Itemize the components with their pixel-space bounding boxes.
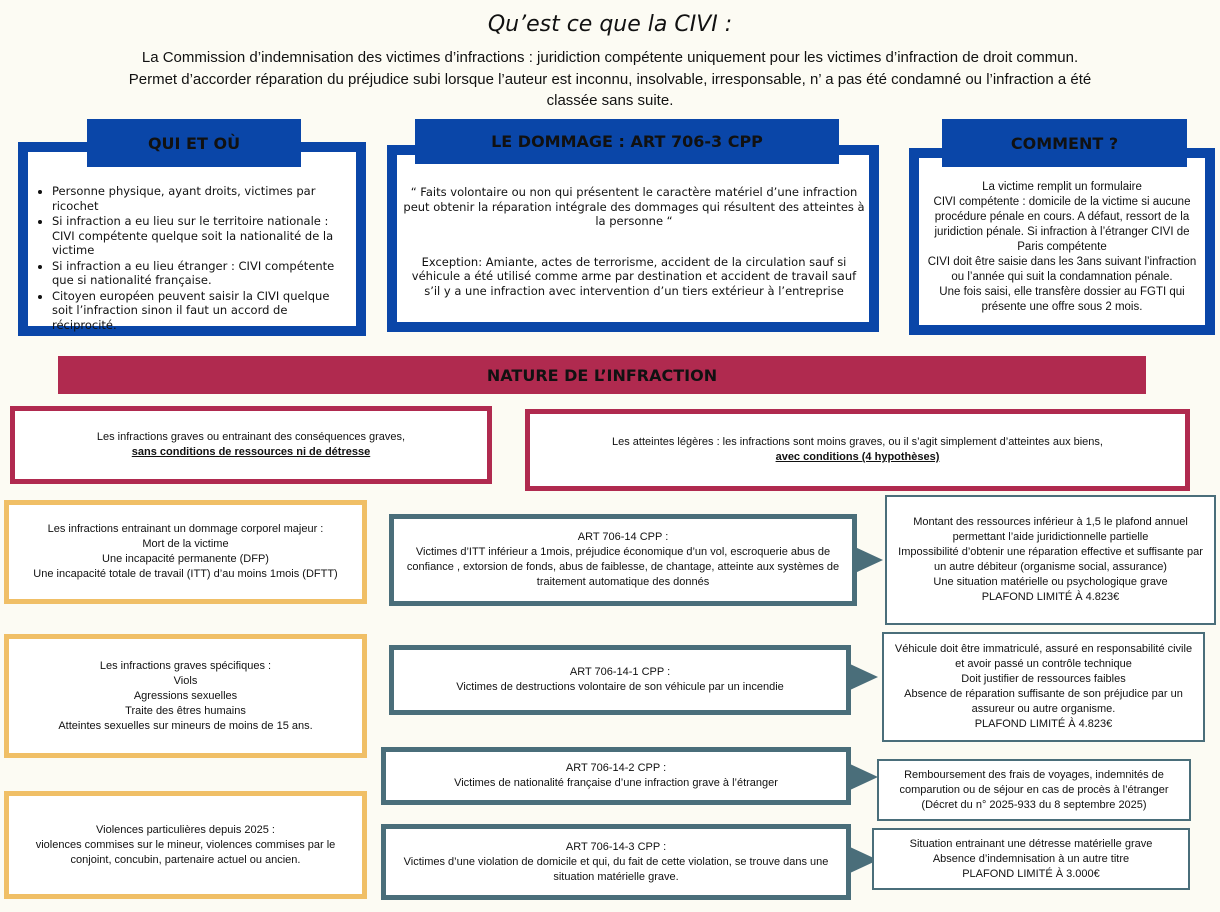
dommage-quote: “ Faits volontaire ou non qui présentent… — [403, 185, 865, 228]
arrow-right-icon — [855, 547, 883, 573]
condition-box-706-14: Montant des ressources inférieur à 1,5 l… — [885, 495, 1216, 625]
condition-box-706-14-2: Remboursement des frais de voyages, inde… — [877, 759, 1191, 821]
article-title: ART 706-14-1 CPP : — [569, 666, 671, 678]
condition-line: (Décret du n° 2025-933 du 8 septembre 20… — [921, 798, 1147, 811]
condition-line: Absence de réparation suffisante de son … — [904, 688, 1183, 715]
article-text: Victimes de nationalité française d’une … — [454, 777, 778, 789]
comment-line: CIVI doit être saisie dans les 3ans suiv… — [927, 256, 1197, 283]
left-box-line: Les infractions graves spécifiques : — [99, 659, 272, 672]
left-box-infractions-specifiques: Les infractions graves spécifiques : Vio… — [4, 634, 367, 758]
graves-line: Les infractions graves ou entrainant des… — [96, 431, 406, 443]
intro-line-1: La Commission d’indemnisation des victim… — [141, 49, 1079, 66]
arrow-right-icon — [850, 764, 878, 790]
left-box-line: Une incapacité totale de travail (ITT) d… — [33, 568, 338, 580]
article-706-14-2-box: ART 706-14-2 CPP : Victimes de nationali… — [381, 747, 851, 805]
dommage-title: LE DOMMAGE : ART 706-3 CPP — [415, 119, 839, 164]
condition-line: PLAFOND LIMITÉ À 3.000€ — [962, 867, 1100, 880]
article-706-14-3-box: ART 706-14-3 CPP : Victimes d’une violat… — [381, 824, 851, 900]
condition-line: Une situation matérielle ou psychologiqu… — [933, 576, 1168, 588]
article-text: Victimes d’une violation de domicile et … — [403, 855, 829, 883]
condition-line: Montant des ressources inférieur à 1,5 l… — [913, 516, 1188, 543]
condition-line: Remboursement des frais de voyages, inde… — [899, 768, 1169, 796]
intro-line-3: classée sans suite. — [546, 92, 674, 109]
condition-line: Situation entrainant une détresse matéri… — [909, 837, 1153, 850]
left-box-line: Traite des êtres humains — [125, 704, 246, 717]
legeres-line: Les atteintes légères : les infractions … — [612, 436, 1103, 448]
legeres-box: Les atteintes légères : les infractions … — [525, 409, 1190, 491]
qui-item: Citoyen européen peuvent saisir la CIVI … — [52, 289, 348, 333]
article-text: Victimes de destructions volontaire de s… — [456, 681, 784, 693]
condition-box-706-14-1: Véhicule doit être immatriculé, assuré e… — [882, 632, 1205, 742]
article-title: ART 706-14-3 CPP : — [565, 840, 667, 853]
left-box-line: Violences particulières depuis 2025 : — [96, 823, 275, 836]
left-box-line: violences commises sur le mineur, violen… — [35, 838, 336, 866]
qui-box: Personne physique, ayant droits, victime… — [18, 142, 366, 336]
graves-condition: sans conditions de ressources ni de détr… — [131, 446, 371, 458]
left-box-line: Les infractions entrainant un dommage co… — [47, 523, 324, 535]
article-text: Victimes d’ITT inférieur a 1mois, préjud… — [406, 546, 840, 588]
condition-line: Impossibilité d’obtenir une réparation e… — [898, 546, 1203, 573]
page-title: Qu’est ce que la CIVI : — [487, 12, 733, 37]
left-box-line: Mort de la victime — [142, 538, 229, 550]
article-title: ART 706-14 CPP : — [577, 531, 669, 543]
arrow-right-icon — [850, 664, 878, 690]
comment-line: CIVI compétente : domicile de la victime… — [933, 196, 1191, 253]
dommage-box: “ Faits volontaire ou non qui présentent… — [387, 145, 879, 332]
dommage-exception: Exception: Amiante, actes de terrorisme,… — [411, 254, 857, 298]
legeres-condition: avec conditions (4 hypothèses) — [775, 451, 940, 463]
qui-item: Personne physique, ayant droits, victime… — [52, 184, 348, 213]
condition-line: Doit justifier de ressources faibles — [961, 673, 1126, 685]
article-706-14-1-box: ART 706-14-1 CPP : Victimes de destructi… — [389, 645, 851, 715]
condition-box-706-14-3: Situation entrainant une détresse matéri… — [872, 828, 1190, 890]
left-box-line: Atteintes sexuelles sur mineurs de moins… — [58, 719, 313, 732]
condition-line: Véhicule doit être immatriculé, assuré e… — [894, 643, 1193, 670]
left-box-violences: Violences particulières depuis 2025 : vi… — [4, 791, 367, 899]
qui-item: Si infraction a eu lieu étranger : CIVI … — [52, 259, 348, 288]
qui-title: QUI ET OÙ — [87, 119, 301, 167]
left-box-line: Agressions sexuelles — [133, 689, 238, 702]
comment-line: Une fois saisi, elle transfère dossier a… — [939, 286, 1185, 313]
left-box-line: Viols — [173, 674, 198, 687]
qui-item: Si infraction a eu lieu sur le territoir… — [52, 214, 348, 258]
article-title: ART 706-14-2 CPP : — [565, 762, 667, 774]
left-box-dommage-corporel: Les infractions entrainant un dommage co… — [4, 500, 367, 604]
graves-box: Les infractions graves ou entrainant des… — [10, 406, 492, 484]
comment-line: La victime remplit un formulaire — [982, 181, 1142, 193]
left-box-line: Une incapacité permanente (DFP) — [102, 553, 269, 565]
comment-box: La victime remplit un formulaire CIVI co… — [909, 148, 1215, 335]
article-706-14-box: ART 706-14 CPP : Victimes d’ITT inférieu… — [389, 514, 857, 606]
nature-banner: NATURE DE L’INFRACTION — [58, 356, 1146, 394]
intro-line-2: Permet d’accorder réparation du préjudic… — [128, 71, 1092, 88]
condition-line: Absence d’indemnisation à un autre titre — [932, 852, 1130, 865]
condition-line: PLAFOND LIMITÉ À 4.823€ — [974, 718, 1113, 730]
comment-title: COMMENT ? — [942, 119, 1187, 167]
condition-line: PLAFOND LIMITÉ À 4.823€ — [981, 591, 1120, 603]
qui-list: Personne physique, ayant droits, victime… — [38, 184, 348, 332]
